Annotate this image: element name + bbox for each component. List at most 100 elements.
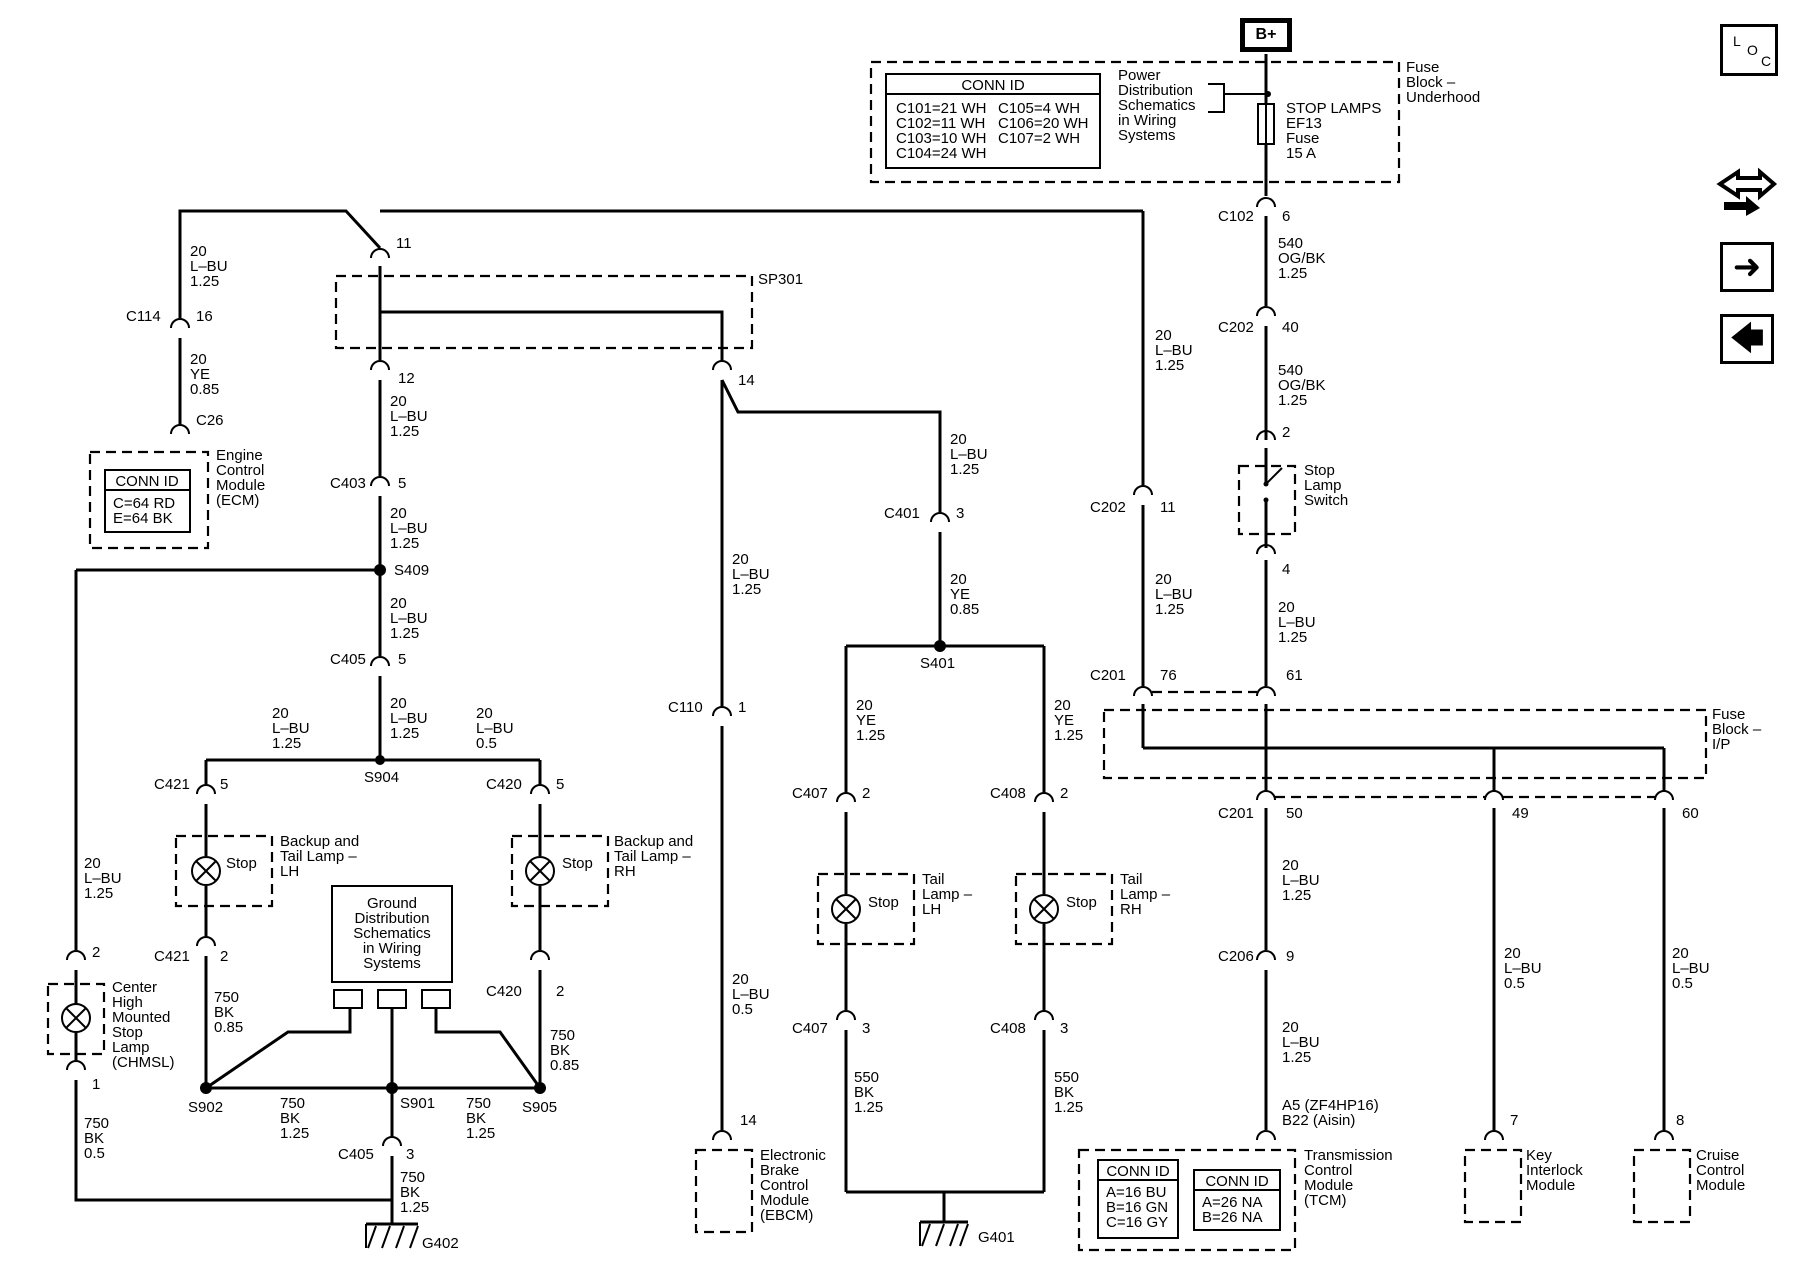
svg-text:0.5: 0.5 (1672, 975, 1693, 992)
c201-label: C201 (1218, 805, 1254, 822)
svg-text:20: 20 (1278, 599, 1295, 616)
c202-label: C202 (1218, 319, 1254, 336)
wire-label: 20 YE 1.25 (856, 697, 885, 744)
svg-text:20: 20 (1672, 945, 1689, 962)
svg-text:STOP LAMPS: STOP LAMPS (1286, 100, 1381, 117)
s901-label: S901 (400, 1095, 435, 1112)
c206-label: C206 (1218, 948, 1254, 965)
svg-text:Systems: Systems (363, 955, 421, 972)
c102-pin: 6 (1282, 208, 1290, 225)
conn-id-table (885, 73, 1101, 169)
svg-text:540: 540 (1278, 362, 1303, 379)
tail-lamp-rh-label: Tail Lamp – RH (1120, 871, 1171, 918)
svg-text:550: 550 (1054, 1069, 1079, 1086)
svg-text:Engine: Engine (216, 447, 263, 464)
svg-text:Stop: Stop (112, 1024, 143, 1041)
svg-text:20: 20 (732, 551, 749, 568)
c403-pin: 5 (398, 475, 406, 492)
ground-g402-icon (365, 1222, 419, 1249)
svg-text:1.25: 1.25 (1054, 727, 1083, 744)
key-interlock-module (1463, 1148, 1523, 1224)
wire-label: 20 L–BU 1.25 (1155, 571, 1193, 618)
svg-text:L–BU: L–BU (1155, 342, 1193, 359)
c407-label: C407 (792, 785, 828, 802)
svg-text:0.85: 0.85 (550, 1057, 579, 1074)
svg-text:Key: Key (1526, 1147, 1552, 1164)
svg-text:1.25: 1.25 (280, 1125, 309, 1142)
svg-text:Tail: Tail (922, 871, 945, 888)
c110-label: C110 (668, 699, 703, 716)
svg-text:A=26 NA: A=26 NA (1202, 1194, 1262, 1211)
battery-positive-label: B+ (1240, 18, 1292, 52)
svg-text:750: 750 (280, 1095, 305, 1112)
svg-text:BK: BK (550, 1042, 570, 1059)
svg-text:Control: Control (1304, 1162, 1352, 1179)
svg-text:20: 20 (1155, 571, 1172, 588)
svg-text:BK: BK (1054, 1084, 1074, 1101)
connector-swap-icon[interactable] (1716, 162, 1778, 218)
c407-pin: 3 (862, 1020, 870, 1037)
svg-text:L–BU: L–BU (1282, 872, 1320, 889)
svg-text:Module: Module (1526, 1177, 1575, 1194)
svg-text:L–BU: L–BU (1672, 960, 1710, 977)
svg-text:OG/BK: OG/BK (1278, 250, 1326, 267)
svg-text:750: 750 (400, 1169, 425, 1186)
svg-text:C=16 GY: C=16 GY (1106, 1214, 1168, 1231)
conn-id-row: C105=4 WH (998, 100, 1080, 117)
backup-lamp-rh-label: Backup and Tail Lamp – RH (614, 833, 693, 880)
wire-label: 20 YE 1.25 (1054, 697, 1083, 744)
svg-text:L–BU: L–BU (390, 710, 428, 727)
switch-pin: 4 (1282, 561, 1290, 578)
c114-label: C114 (126, 308, 161, 325)
wire-label: 20 L–BU 1.25 (1282, 1019, 1320, 1066)
c421-label: C421 (154, 948, 190, 965)
wire-label: 750 BK 1.25 (400, 1169, 429, 1216)
svg-text:540: 540 (1278, 235, 1303, 252)
previous-page-button[interactable]: 🡄 (1720, 314, 1774, 364)
conn-id-header: CONN ID (961, 77, 1025, 94)
svg-text:20: 20 (856, 697, 873, 714)
svg-text:1.25: 1.25 (854, 1099, 883, 1116)
svg-text:20: 20 (390, 695, 407, 712)
svg-text:Control: Control (1696, 1162, 1744, 1179)
svg-text:750: 750 (550, 1027, 575, 1044)
wire-label: 20 L–BU 1.25 (84, 855, 122, 902)
svg-text:Lamp: Lamp (112, 1039, 150, 1056)
c420-pin: 2 (556, 983, 564, 1000)
wire-label: 20 L–BU 1.25 (390, 695, 428, 742)
c201-label: C201 (1090, 667, 1126, 684)
c421-pin: 2 (220, 948, 228, 965)
svg-text:Module: Module (760, 1192, 809, 1209)
tail-lamp-lh (816, 872, 916, 946)
svg-text:OG/BK: OG/BK (1278, 377, 1326, 394)
svg-text:in Wiring: in Wiring (363, 940, 421, 957)
svg-text:Ground: Ground (367, 895, 417, 912)
svg-text:20: 20 (190, 243, 207, 260)
lamp-label: Stop (226, 855, 257, 872)
next-page-button[interactable]: ➜ (1720, 242, 1774, 292)
wire-label: 20 L–BU 1.25 (272, 705, 310, 752)
svg-text:(CHMSL): (CHMSL) (112, 1054, 175, 1071)
svg-text:Underhood: Underhood (1406, 89, 1480, 106)
svg-text:1.25: 1.25 (1278, 265, 1307, 282)
svg-text:Transmission: Transmission (1304, 1147, 1393, 1164)
location-icon[interactable]: L O C (1720, 24, 1778, 76)
wire-label: 20 L–BU 1.25 (390, 595, 428, 642)
wire-label: 20 L–BU 0.5 (476, 705, 514, 752)
svg-text:Backup and: Backup and (614, 833, 693, 850)
wire-label: 20 L–BU 1.25 (390, 393, 428, 440)
svg-text:L–BU: L–BU (732, 566, 770, 583)
svg-text:20: 20 (390, 393, 407, 410)
splice-s904 (375, 755, 385, 765)
svg-text:Distribution: Distribution (354, 910, 429, 927)
c420-label: C420 (486, 983, 522, 1000)
svg-text:BK: BK (854, 1084, 874, 1101)
tail-lamp-rh (1014, 872, 1114, 946)
svg-text:20: 20 (1282, 1019, 1299, 1036)
c26-label: C26 (196, 412, 224, 429)
c201-pin: 50 (1286, 805, 1303, 822)
wire-label: 750 BK 0.85 (550, 1027, 579, 1074)
svg-text:Block –: Block – (1406, 74, 1456, 91)
svg-text:1.25: 1.25 (1155, 601, 1184, 618)
